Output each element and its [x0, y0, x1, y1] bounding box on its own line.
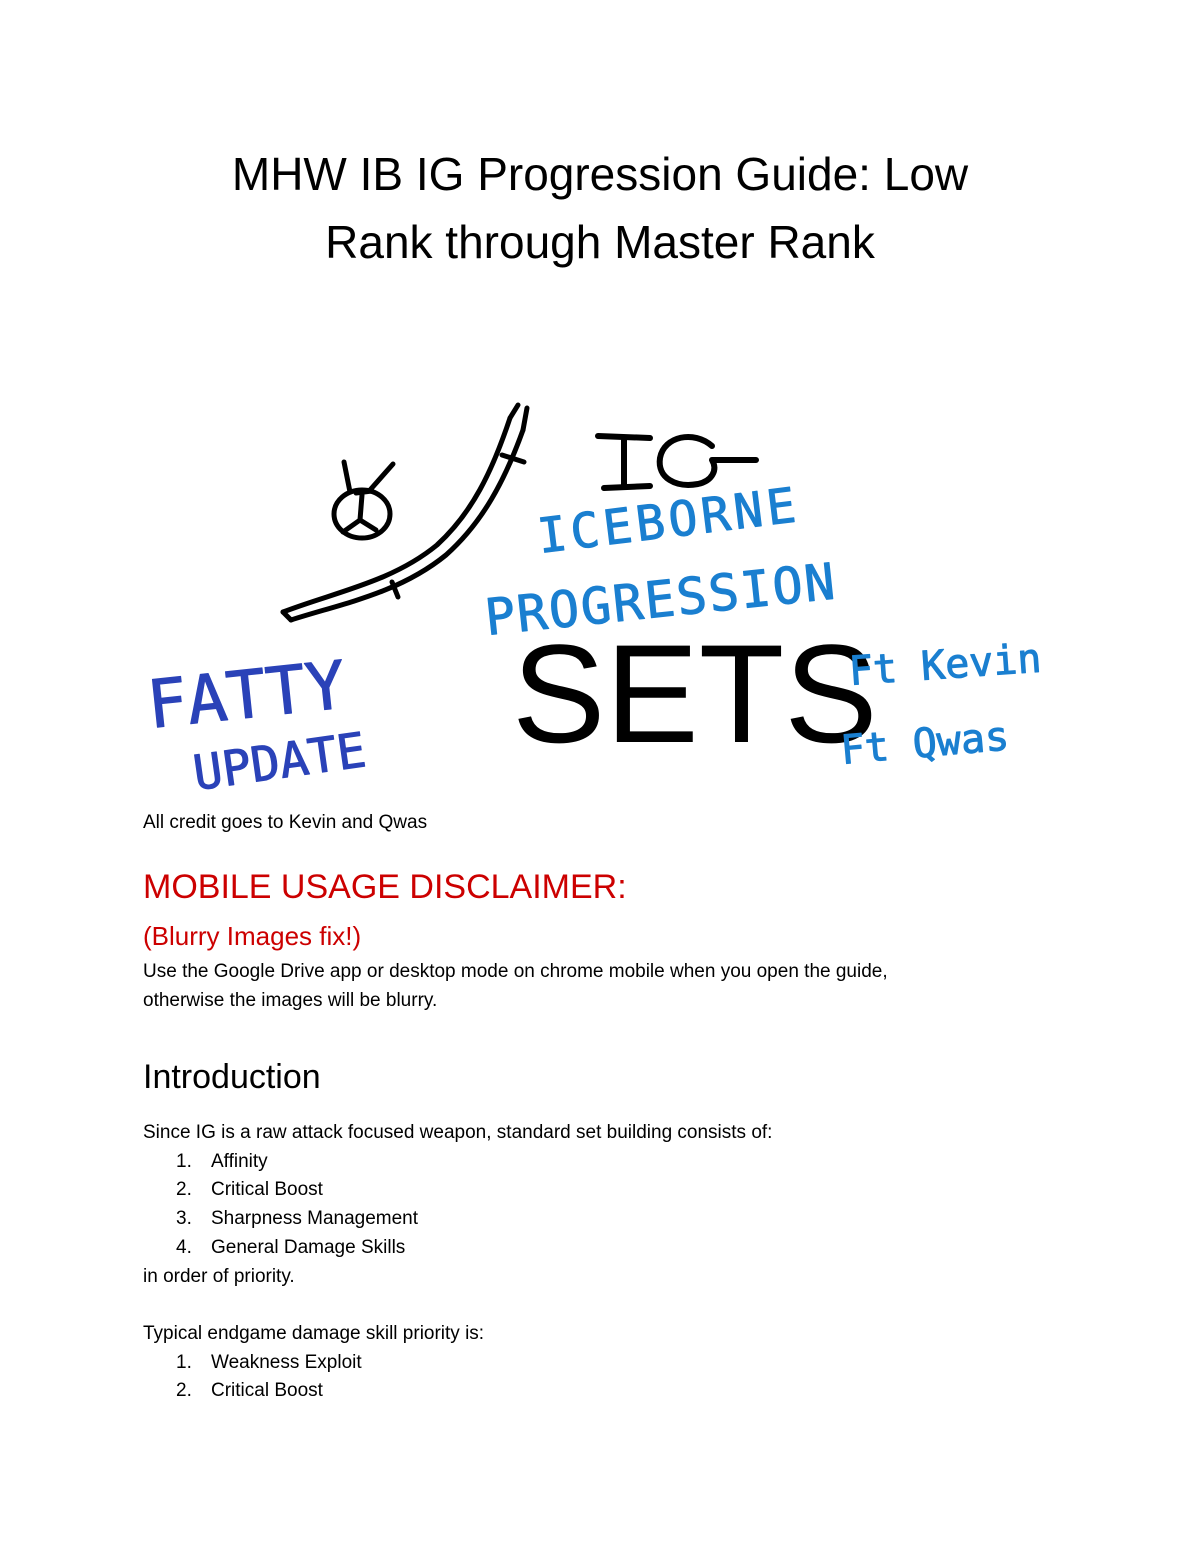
title-line-2: Rank through Master Rank: [325, 216, 875, 268]
introduction-heading: Introduction: [143, 1058, 321, 1096]
introduction-section: Since IG is a raw attack focused weapon,…: [143, 1119, 1063, 1406]
list-item: 1.Weakness Exploit: [176, 1351, 362, 1373]
kinsect-doodle-icon: [331, 459, 396, 541]
list-item: 3.Sharpness Management: [176, 1208, 419, 1230]
list-item: 1.Affinity: [176, 1150, 268, 1172]
paragraph-spacer: [143, 1291, 1063, 1320]
list-item: 4.General Damage Skills: [176, 1236, 406, 1258]
list-item: 2.Critical Boost: [176, 1179, 323, 1201]
hero-text-iceborne: ICEBORNE: [535, 477, 803, 565]
hero-text-ig: [595, 433, 759, 491]
disclaimer-body: Use the Google Drive app or desktop mode…: [143, 957, 1043, 1015]
credit-line: All credit goes to Kevin and Qwas: [143, 812, 428, 833]
disclaimer-subheading: (Blurry Images fix!): [143, 921, 362, 951]
priority-list: 1.Affinity 2.Critical Boost 3.Sharpness …: [143, 1148, 1063, 1263]
priority-note: in order of priority.: [143, 1265, 295, 1287]
list-item: 2.Critical Boost: [176, 1380, 323, 1402]
disclaimer-body-line-1: Use the Google Drive app or desktop mode…: [143, 961, 888, 982]
hero-text-sets: SETS: [512, 615, 878, 772]
disclaimer-body-line-2: otherwise the images will be blurry.: [143, 990, 438, 1011]
hero-drawing: ICEBORNE PROGRESSION SETS FATTY UPDATE F…: [143, 402, 1043, 795]
title-line-1: MHW IB IG Progression Guide: Low: [231, 148, 969, 200]
page-title: MHW IB IG Progression Guide: Low Rank th…: [100, 140, 1100, 276]
introduction-lead: Since IG is a raw attack focused weapon,…: [143, 1122, 773, 1143]
endgame-priority-list: 1.Weakness Exploit 2.Critical Boost: [143, 1349, 1063, 1406]
disclaimer-heading: MOBILE USAGE DISCLAIMER:: [143, 868, 627, 906]
endgame-lead: Typical endgame damage skill priority is…: [143, 1322, 485, 1344]
glaive-doodle-icon: [280, 402, 530, 623]
